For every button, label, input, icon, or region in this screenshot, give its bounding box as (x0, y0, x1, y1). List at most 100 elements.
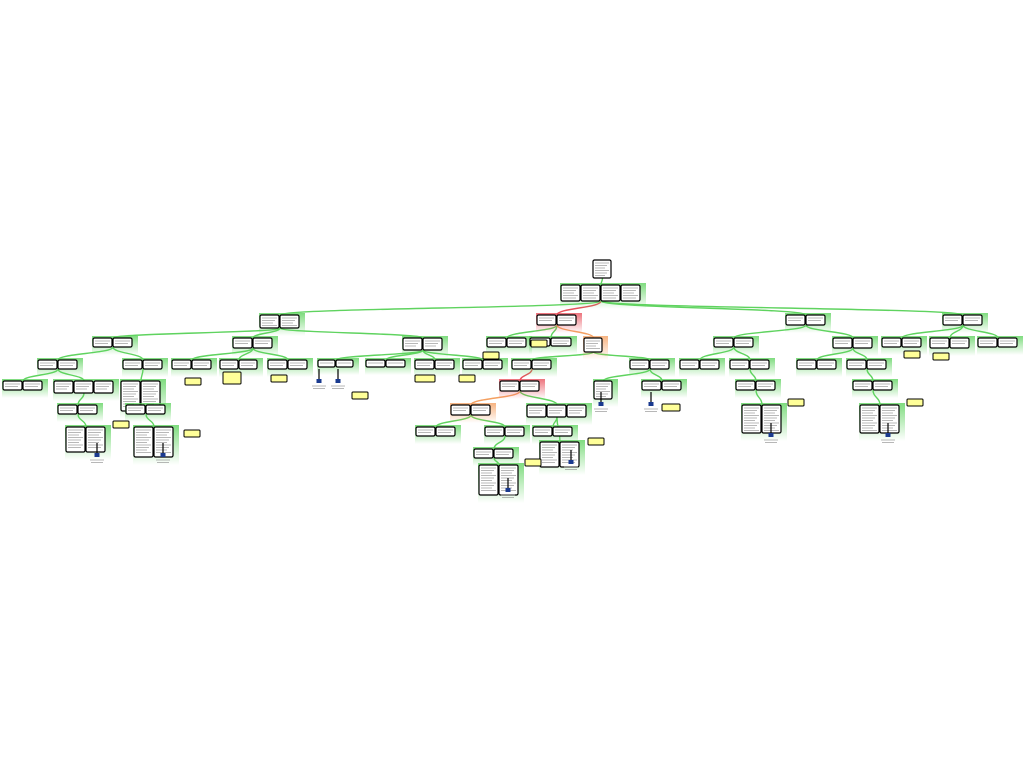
argument-node[interactable] (435, 426, 456, 437)
argument-node[interactable] (977, 337, 998, 348)
annotation-note[interactable] (661, 403, 681, 412)
argument-node[interactable] (77, 404, 98, 415)
argument-node[interactable] (881, 337, 902, 348)
annotation-note[interactable] (351, 391, 369, 400)
argument-node[interactable] (238, 359, 258, 370)
argument-node[interactable] (22, 380, 43, 391)
argument-node[interactable] (816, 359, 837, 370)
argument-node[interactable] (592, 259, 612, 279)
argument-node[interactable] (414, 359, 435, 370)
argument-node[interactable] (846, 359, 867, 370)
argument-node[interactable] (499, 380, 520, 392)
argument-node[interactable] (133, 426, 154, 458)
annotation-note[interactable] (222, 371, 242, 385)
argument-node[interactable] (536, 314, 557, 326)
argument-node[interactable] (546, 404, 567, 418)
argument-node[interactable] (482, 359, 503, 370)
argument-node[interactable] (879, 404, 900, 434)
argument-node[interactable] (402, 337, 423, 351)
argument-node[interactable] (506, 337, 527, 348)
argument-node[interactable] (519, 380, 540, 392)
argument-node[interactable] (470, 404, 491, 416)
argument-node[interactable] (733, 337, 754, 348)
argument-node[interactable] (122, 359, 143, 370)
argument-node[interactable] (531, 359, 552, 370)
annotation-note[interactable] (932, 352, 950, 361)
argument-node[interactable] (125, 404, 146, 415)
argument-node[interactable] (232, 337, 253, 349)
argument-node[interactable] (566, 404, 587, 418)
argument-node[interactable] (92, 337, 113, 348)
argument-node[interactable] (335, 359, 354, 368)
argument-node[interactable] (583, 337, 603, 353)
argument-node[interactable] (949, 337, 970, 349)
argument-node[interactable] (852, 337, 873, 349)
argument-node[interactable] (629, 359, 650, 370)
argument-node[interactable] (486, 337, 507, 348)
argument-node[interactable] (539, 441, 560, 468)
argument-node[interactable] (473, 448, 494, 459)
argument-node[interactable] (859, 404, 880, 434)
argument-node[interactable] (171, 359, 192, 370)
argument-node[interactable] (259, 314, 280, 329)
argument-node[interactable] (550, 337, 572, 347)
argument-node[interactable] (735, 380, 756, 391)
annotation-note[interactable] (524, 458, 542, 467)
argument-node[interactable] (85, 426, 106, 453)
argument-node[interactable] (2, 380, 23, 391)
annotation-note[interactable] (458, 374, 476, 383)
annotation-note[interactable] (184, 377, 202, 386)
argument-node[interactable] (749, 359, 770, 370)
argument-node[interactable] (434, 359, 455, 370)
argument-node[interactable] (493, 448, 514, 459)
argument-node[interactable] (526, 404, 547, 418)
argument-node[interactable] (267, 359, 288, 370)
argument-node[interactable] (65, 426, 86, 453)
argument-node[interactable] (901, 337, 922, 348)
argument-node[interactable] (53, 380, 74, 394)
annotation-note[interactable] (183, 429, 201, 438)
annotation-note[interactable] (112, 420, 130, 429)
argument-node[interactable] (415, 426, 436, 437)
argument-node[interactable] (504, 426, 525, 437)
annotation-note[interactable] (787, 398, 805, 407)
argument-node[interactable] (279, 314, 300, 329)
argument-node[interactable] (145, 404, 166, 415)
argument-node[interactable] (699, 359, 720, 370)
argument-node[interactable] (73, 380, 94, 394)
argument-node[interactable] (385, 359, 406, 368)
argument-node[interactable] (872, 380, 893, 391)
annotation-note[interactable] (903, 350, 921, 359)
argument-node[interactable] (866, 359, 887, 370)
argument-node[interactable] (661, 380, 682, 391)
argument-node[interactable] (365, 359, 386, 368)
annotation-note[interactable] (587, 437, 605, 446)
argument-node[interactable] (641, 380, 662, 391)
argument-node[interactable] (191, 359, 212, 370)
annotation-note[interactable] (270, 374, 288, 383)
argument-node[interactable] (942, 314, 963, 326)
argument-node[interactable] (552, 426, 573, 437)
argument-node[interactable] (142, 359, 163, 370)
argument-node[interactable] (997, 337, 1018, 348)
argument-node[interactable] (832, 337, 853, 349)
annotation-note[interactable] (414, 374, 436, 383)
argument-node[interactable] (556, 314, 577, 326)
argument-node[interactable] (649, 359, 670, 370)
argument-node[interactable] (796, 359, 817, 370)
argument-node[interactable] (929, 337, 950, 349)
argument-node[interactable] (484, 426, 505, 437)
argument-node[interactable] (729, 359, 750, 370)
annotation-note[interactable] (906, 398, 924, 407)
argument-node[interactable] (422, 337, 443, 351)
argument-node[interactable] (532, 426, 553, 437)
argument-node[interactable] (462, 359, 483, 370)
argument-node[interactable] (219, 359, 239, 370)
argument-node[interactable] (741, 404, 762, 434)
argument-node[interactable] (593, 380, 613, 400)
argument-node[interactable] (112, 337, 133, 348)
argument-node[interactable] (317, 359, 336, 368)
argument-node[interactable] (57, 359, 78, 370)
argument-node[interactable] (478, 464, 499, 496)
annotation-note[interactable] (530, 339, 548, 348)
